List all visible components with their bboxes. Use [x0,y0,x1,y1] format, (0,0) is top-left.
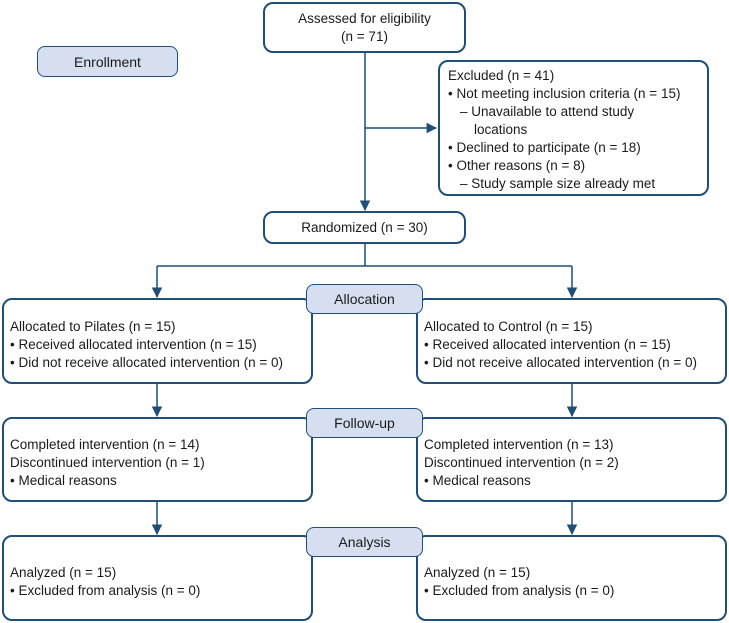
stage-label-analysis: Analysis [306,527,423,557]
excluded-item: • Declined to participate (n = 18) [448,140,641,155]
excluded-subitem: – Study sample size already met [460,176,656,191]
excluded-subitem: locations [474,122,528,137]
excluded-item: • Other reasons (n = 8) [448,158,586,173]
pilates-allocation-line: • Received allocated intervention (n = 1… [10,337,257,352]
stage-label-text: Analysis [338,534,391,550]
pilates-allocation-box: Allocated to Pilates (n = 15) • Received… [2,298,313,384]
stage-label-follow-up: Follow-up [306,408,423,438]
control-allocation-box: Allocated to Control (n = 15) • Received… [416,298,727,384]
stage-label-text: Enrollment [74,53,141,70]
control-analysis-line: • Excluded from analysis (n = 0) [424,583,615,598]
control-followup-line: Completed intervention (n = 13) [424,437,614,452]
stage-label-enrollment: Enrollment [37,46,178,77]
randomized-box: Randomized (n = 30) [263,211,466,244]
control-followup-line: • Medical reasons [424,473,531,488]
control-allocation-line: • Did not receive allocated intervention… [424,355,697,370]
excluded-box: Excluded (n = 41) • Not meeting inclusio… [438,60,709,196]
pilates-followup-line: Completed intervention (n = 14) [10,437,200,452]
control-allocation-line: Allocated to Control (n = 15) [424,319,593,334]
pilates-followup-line: Discontinued intervention (n = 1) [10,455,205,470]
pilates-analysis-line: Analyzed (n = 15) [10,565,117,580]
pilates-followup-box: Completed intervention (n = 14) Disconti… [2,417,313,502]
pilates-analysis-line: • Excluded from analysis (n = 0) [10,583,201,598]
randomized-text: Randomized (n = 30) [301,219,428,235]
pilates-allocation-line: • Did not receive allocated intervention… [10,355,283,370]
eligibility-count: (n = 71) [341,28,388,44]
stage-label-text: Allocation [334,291,395,307]
eligibility-title: Assessed for eligibility [298,10,431,26]
control-allocation-line: • Received allocated intervention (n = 1… [424,337,671,352]
stage-label-text: Follow-up [334,415,395,431]
stage-label-allocation: Allocation [306,284,423,314]
excluded-title: Excluded (n = 41) [448,68,555,83]
control-analysis-box: Analyzed (n = 15) • Excluded from analys… [416,535,727,621]
control-analysis-line: Analyzed (n = 15) [424,565,531,580]
pilates-analysis-box: Analyzed (n = 15) • Excluded from analys… [2,535,313,621]
excluded-item: • Not meeting inclusion criteria (n = 15… [448,86,681,101]
eligibility-box: Assessed for eligibility (n = 71) [263,2,466,53]
control-followup-line: Discontinued intervention (n = 2) [424,455,619,470]
pilates-followup-line: • Medical reasons [10,473,117,488]
pilates-allocation-line: Allocated to Pilates (n = 15) [10,319,176,334]
excluded-subitem: – Unavailable to attend study [460,104,635,119]
control-followup-box: Completed intervention (n = 13) Disconti… [416,417,727,502]
